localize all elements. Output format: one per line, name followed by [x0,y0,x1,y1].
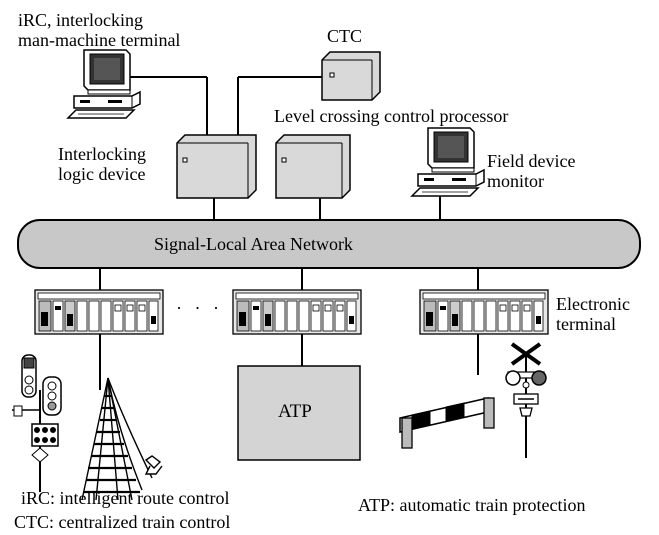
field-monitor-label-line2: monitor [487,171,544,191]
electronic-terminal-label-line2: terminal [556,314,616,334]
electronic-terminal-label-line1: Electronic [556,294,630,314]
electronic-terminal-label: Electronic terminal [556,294,630,334]
field-monitor-computer-icon [411,127,485,197]
network-label: Signal-Local Area Network [154,234,353,254]
ellipsis-label: · · · [176,298,223,318]
irc-terminal-label-line2: man-machine terminal [18,30,181,50]
interlocking-logic-label-line2: logic device [58,164,146,184]
plc-rack-icon-3 [419,289,549,335]
crossing-signal-icon [505,342,547,458]
irc-terminal-label: iRC, interlocking man-machine terminal [18,10,180,50]
interlocking-logic-label-line1: Interlocking [58,144,146,164]
plc-rack-icon-2 [232,289,362,335]
interlocking-logic-device [176,134,257,199]
field-monitor-label: Field device monitor [487,151,575,191]
footnote-ctc: CTC: centralized train control [14,512,231,532]
traffic-signal-icon [12,354,62,492]
footnote-irc: iRC: intelligent route control [21,488,230,508]
atp-box [237,365,361,461]
level-crossing-gate-icon [399,397,495,449]
plc-rack-icon-1 [34,289,164,335]
footnote-atp: ATP: automatic train protection [358,495,586,515]
signal-lan-bar [17,219,641,269]
atp-label: ATP [278,401,312,422]
ctc-label: CTC [327,26,363,46]
level-crossing-label: Level crossing control processor [274,106,509,126]
irc-terminal-label-line1: iRC, interlocking [18,10,143,30]
interlocking-logic-label: Interlocking logic device [58,144,146,184]
irc-terminal-computer-icon [67,49,141,119]
level-crossing-processor [275,134,351,199]
railway-track-switch-icon [81,377,163,501]
field-monitor-label-line1: Field device [487,151,576,171]
connection-lines [99,76,479,390]
ctc-box [321,51,381,101]
